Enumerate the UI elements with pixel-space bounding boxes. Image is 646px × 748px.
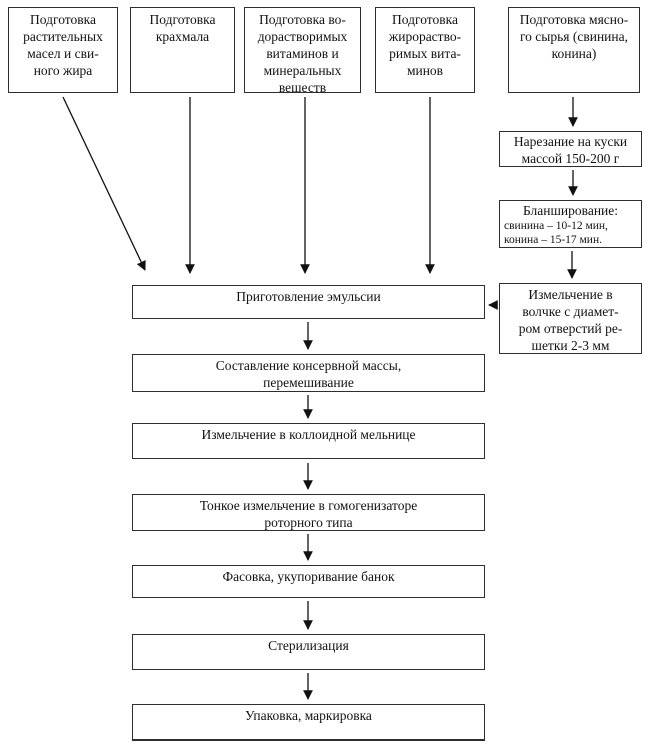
process-box-colloid-mill: Измельчение в коллоидной мельнице	[132, 423, 485, 459]
source-box-meat-raw: Подготовка мясно- го сырья (свинина, кон…	[508, 7, 640, 93]
process-box-fine-homogenizer: Тонкое измельчение в гомогенизаторе рото…	[132, 494, 485, 531]
source-box-fat-soluble-vitamins: Подготовка жирораство- римых вита- минов	[375, 7, 475, 93]
arrow-oils-to-emulsion	[62, 96, 146, 271]
process-box-packing-labeling-label: Упаковка, маркировка	[245, 708, 372, 723]
process-box-blanching-pork-line: свинина – 10-12 мин,	[504, 220, 608, 232]
process-box-wolf-grinding: Измельчение в волчке с диамет- ром отвер…	[499, 283, 642, 354]
process-box-mass-mixing: Составление консервной массы, перемешива…	[132, 354, 485, 392]
source-box-meat-raw-label: Подготовка мясно- го сырья (свинина, кон…	[519, 12, 629, 61]
source-box-vegetable-oils: Подготовка растительных масел и сви- ног…	[8, 7, 118, 93]
process-box-blanching: Бланширование: свинина – 10-12 мин, кони…	[499, 200, 642, 248]
source-box-fat-soluble-vitamins-label: Подготовка жирораство- римых вита- минов	[388, 12, 462, 78]
process-box-fine-homogenizer-label: Тонкое измельчение в гомогенизаторе рото…	[199, 498, 418, 530]
source-box-vegetable-oils-label: Подготовка растительных масел и сви- ног…	[23, 12, 103, 78]
process-box-emulsion-label: Приготовление эмульсии	[236, 289, 381, 304]
process-box-cutting-label: Нарезание на куски массой 150-200 г	[513, 134, 628, 166]
process-box-filling-capping-label: Фасовка, укупоривание банок	[222, 569, 395, 584]
source-box-starch-label: Подготовка крахмала	[149, 12, 216, 44]
process-box-blanching-horse-line: конина – 15-17 мин.	[504, 234, 602, 246]
source-box-water-soluble-vitamins-label: Подготовка во- дорастворимых витаминов и…	[257, 12, 348, 93]
process-box-wolf-grinding-label: Измельчение в волчке с диамет- ром отвер…	[518, 287, 623, 353]
process-box-emulsion: Приготовление эмульсии	[132, 285, 485, 319]
process-box-sterilization-label: Стерилизация	[268, 638, 349, 653]
process-box-packing-labeling: Упаковка, маркировка	[132, 704, 485, 741]
process-box-colloid-mill-label: Измельчение в коллоидной мельнице	[201, 427, 416, 442]
process-box-cutting: Нарезание на куски массой 150-200 г	[499, 131, 642, 167]
process-box-blanching-title: Бланширование:	[522, 203, 619, 218]
process-box-filling-capping: Фасовка, укупоривание банок	[132, 565, 485, 598]
source-box-water-soluble-vitamins: Подготовка во- дорастворимых витаминов и…	[244, 7, 361, 93]
process-box-mass-mixing-label: Составление консервной массы, перемешива…	[215, 358, 402, 390]
process-box-sterilization: Стерилизация	[132, 634, 485, 670]
source-box-starch: Подготовка крахмала	[130, 7, 235, 93]
